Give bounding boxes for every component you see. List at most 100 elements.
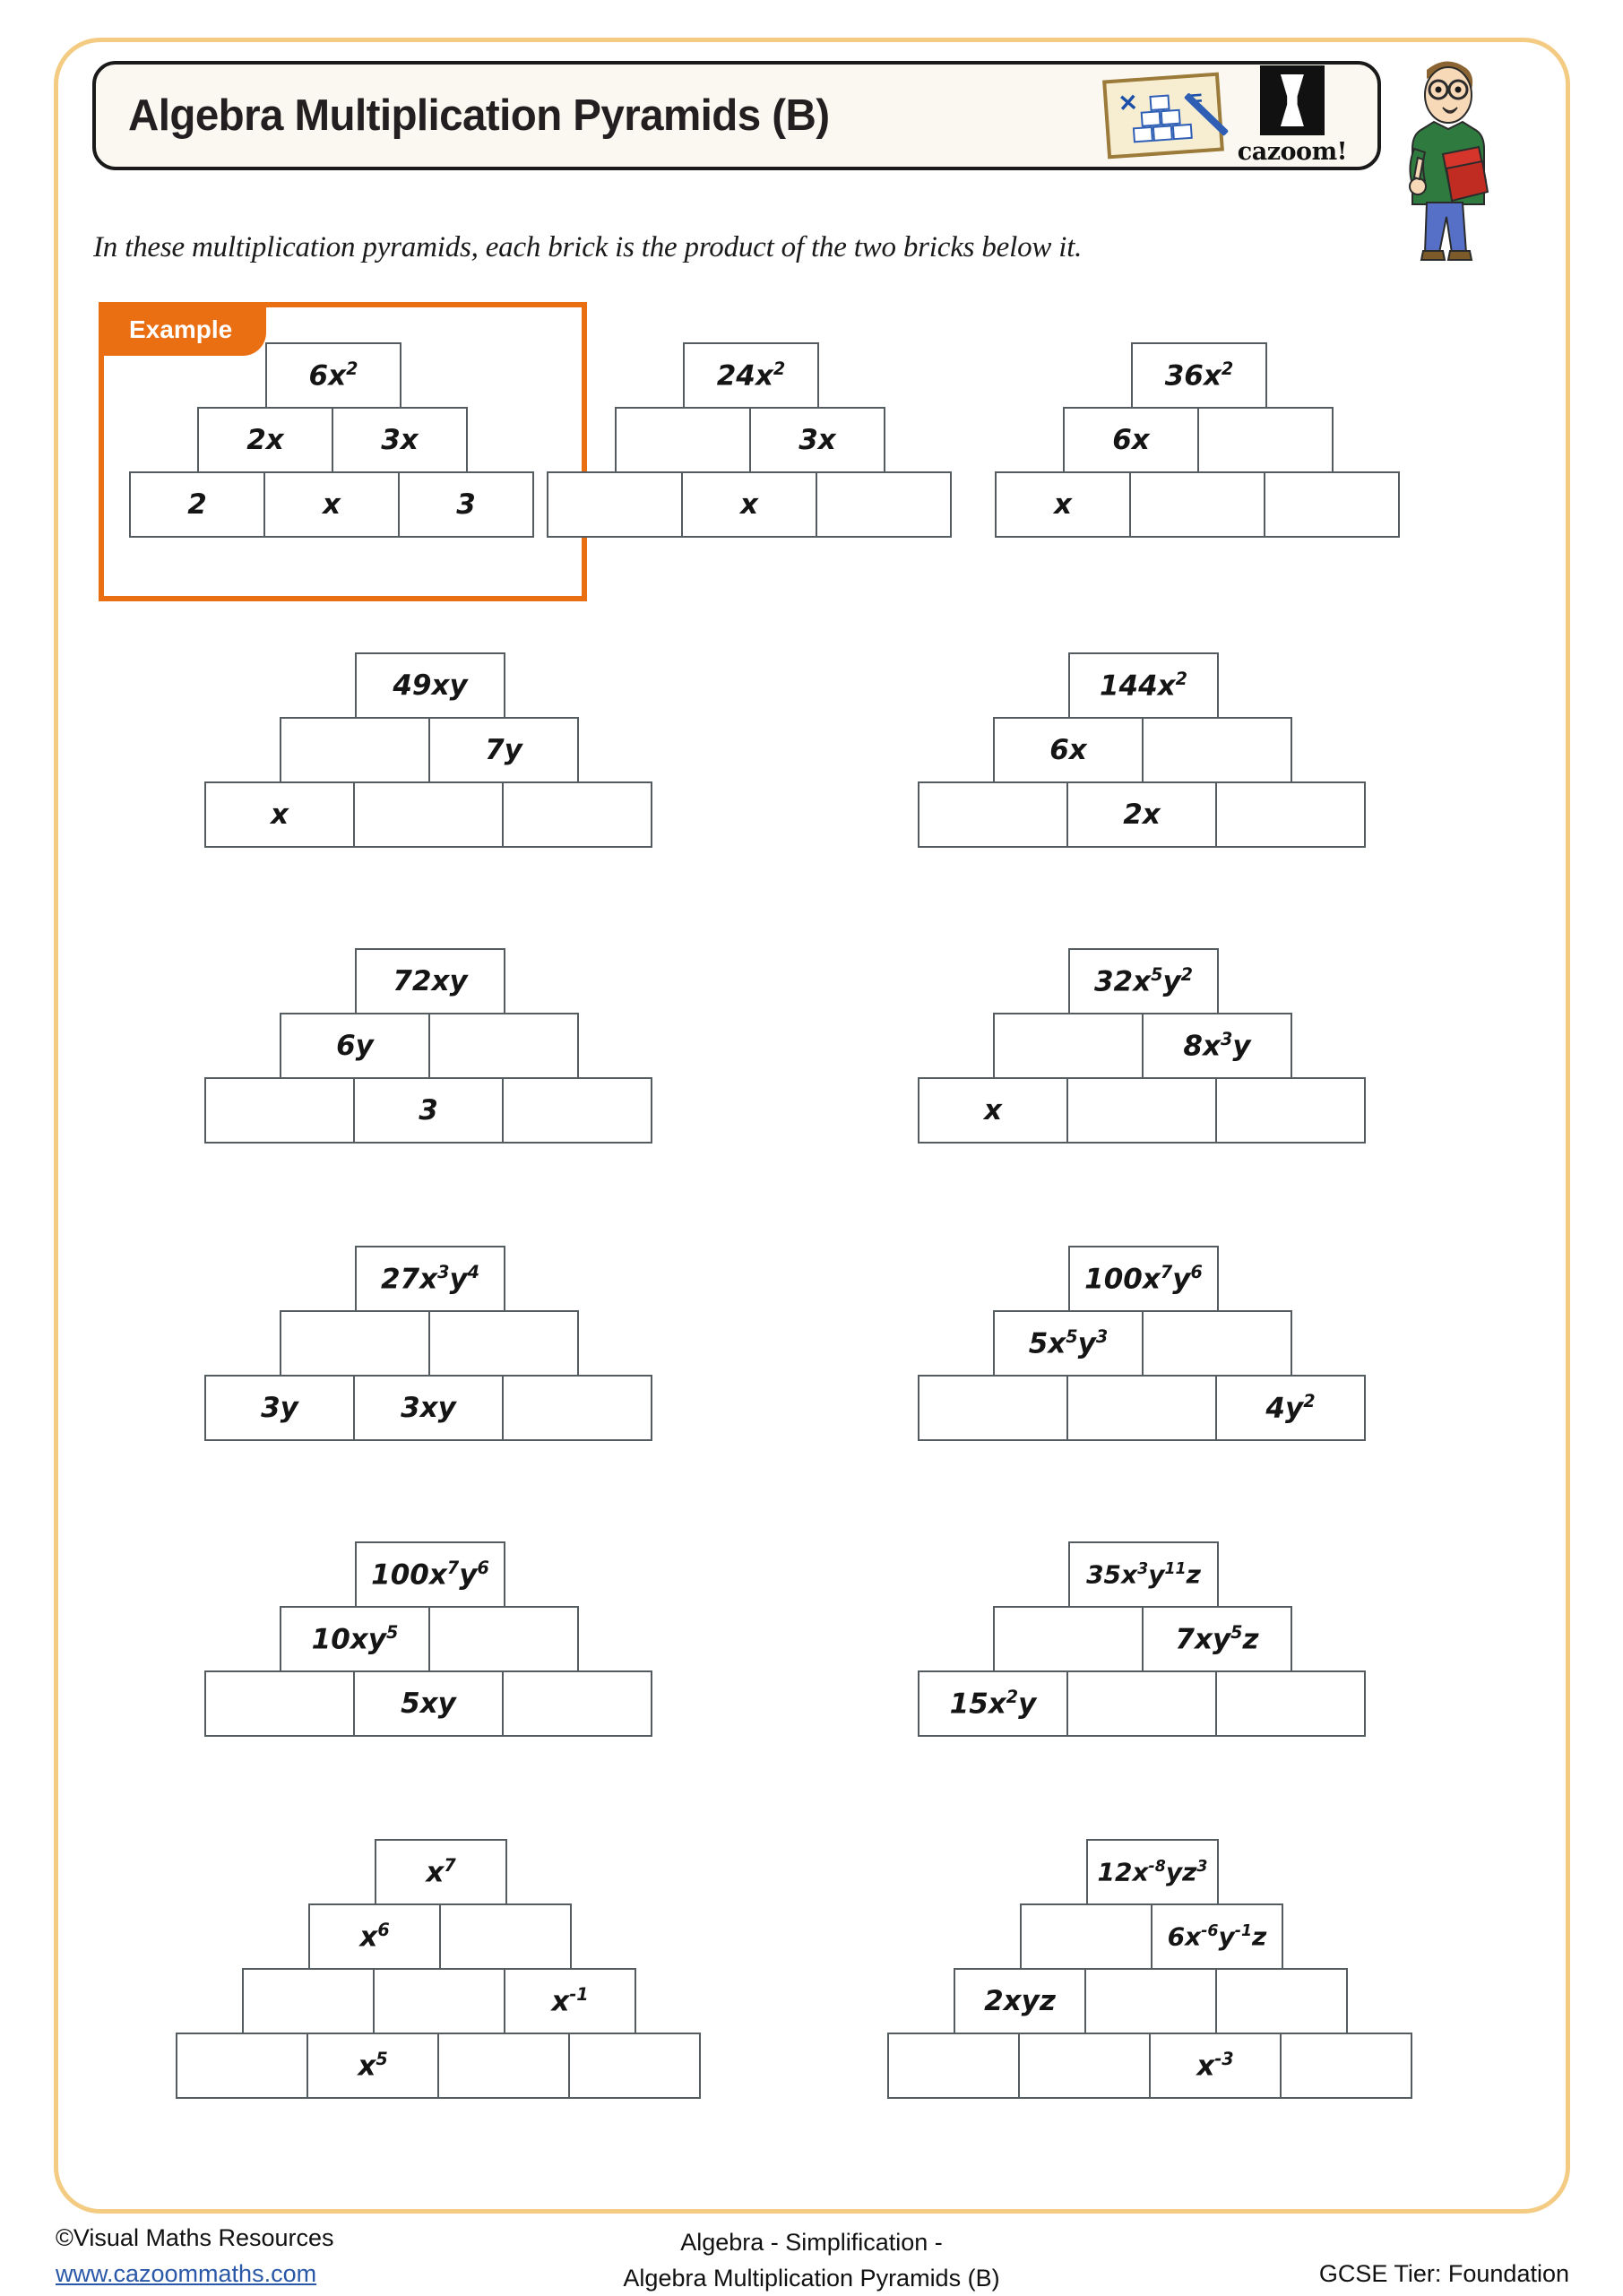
pyramid-q12-brick-r1c1[interactable]: 12x-8yz3 xyxy=(1086,1839,1219,1905)
pyramid-q5-brick-r2c1[interactable]: 6y xyxy=(280,1013,430,1079)
pyramid-example-brick-r2c1[interactable]: 2x xyxy=(197,407,333,473)
pyramid-q7-brick-r3c1[interactable]: 3y xyxy=(204,1375,355,1441)
pyramid-example-brick-r2c2[interactable]: 3x xyxy=(332,407,468,473)
pyramid-q11-brick-r4c3[interactable] xyxy=(437,2033,570,2099)
pyramid-q10-brick-r3c2[interactable] xyxy=(1066,1670,1217,1737)
pyramid-q11-brick-r4c4[interactable] xyxy=(568,2033,701,2099)
pyramid-q3-brick-r3c2[interactable] xyxy=(353,781,504,848)
pyramid-q3-brick-r2c1[interactable] xyxy=(280,717,430,783)
pyramid-q4-brick-r3c2[interactable]: 2x xyxy=(1066,781,1217,848)
pyramid-q6-brick-r2c1[interactable] xyxy=(993,1013,1144,1079)
pyramid-q7-brick-r2c1[interactable] xyxy=(280,1310,430,1377)
pyramid-q5-brick-r3c3[interactable] xyxy=(502,1077,652,1144)
pyramid-q11-brick-r3c3[interactable]: x-1 xyxy=(504,1968,636,2034)
pyramid-q2-brick-r3c1[interactable]: x xyxy=(995,471,1131,538)
pyramid-q8-brick-r2c1[interactable]: 5x5y3 xyxy=(993,1310,1144,1377)
pyramid-q4-brick-r2c2[interactable] xyxy=(1142,717,1292,783)
pyramid-q12-brick-r4c3[interactable]: x-3 xyxy=(1149,2033,1282,2099)
pyramid-q11-tier-2: x6 xyxy=(308,1903,572,1970)
pyramid-q3-brick-r3c3[interactable] xyxy=(502,781,652,848)
pyramid-q8-brick-r3c2[interactable] xyxy=(1066,1375,1217,1441)
pyramid-q11-brick-r2c1[interactable]: x6 xyxy=(308,1903,441,1970)
pyramid-q4-brick-r2c1[interactable]: 6x xyxy=(993,717,1144,783)
pyramid-q7-brick-r3c2[interactable]: 3xy xyxy=(353,1375,504,1441)
pyramid-q9-brick-r3c1[interactable] xyxy=(204,1670,355,1737)
pyramid-q11-brick-r1c1[interactable]: x7 xyxy=(375,1839,507,1905)
pyramid-q10-brick-r2c2[interactable]: 7xy5z xyxy=(1142,1606,1292,1672)
pyramid-q8-brick-r1c1[interactable]: 100x7y6 xyxy=(1068,1246,1219,1312)
pyramid-q7-brick-r2c2[interactable] xyxy=(428,1310,579,1377)
pyramid-q10-tier-1: 35x3y11z xyxy=(1068,1541,1219,1608)
pyramid-q4-brick-r3c3[interactable] xyxy=(1215,781,1366,848)
pyramid-q11-brick-r3c1[interactable] xyxy=(242,1968,375,2034)
pyramid-q2-brick-r1c1[interactable]: 36x2 xyxy=(1131,342,1267,409)
pyramid-q1-brick-r1c1[interactable]: 24x2 xyxy=(683,342,819,409)
pyramid-q8-brick-r2c2[interactable] xyxy=(1142,1310,1292,1377)
pyramid-q12-brick-r4c4[interactable] xyxy=(1280,2033,1412,2099)
pyramid-q2-brick-r2c2[interactable] xyxy=(1197,407,1334,473)
pyramid-q1-brick-r2c1[interactable] xyxy=(615,407,751,473)
pyramid-q3-brick-r3c1[interactable]: x xyxy=(204,781,355,848)
pyramid-q5-brick-r3c1[interactable] xyxy=(204,1077,355,1144)
pyramid-q2-brick-r3c3[interactable] xyxy=(1264,471,1400,538)
brick-value: 4y2 xyxy=(1265,1391,1316,1425)
pyramid-example-brick-r3c2[interactable]: x xyxy=(263,471,400,538)
brick-value: 6x xyxy=(1112,423,1150,456)
pyramid-q6-brick-r3c2[interactable] xyxy=(1066,1077,1217,1144)
pyramid-example-brick-r3c3[interactable]: 3 xyxy=(398,471,534,538)
pyramid-q10-brick-r1c1[interactable]: 35x3y11z xyxy=(1068,1541,1219,1608)
pyramid-q4-brick-r1c1[interactable]: 144x2 xyxy=(1068,652,1219,719)
pyramid-q11-brick-r4c1[interactable] xyxy=(176,2033,308,2099)
pyramid-q3-brick-r2c2[interactable]: 7y xyxy=(428,717,579,783)
pyramid-q3-brick-r1c1[interactable]: 49xy xyxy=(355,652,505,719)
pyramid-q5-brick-r3c2[interactable]: 3 xyxy=(353,1077,504,1144)
pyramid-q1-brick-r3c1[interactable] xyxy=(547,471,683,538)
pyramid-q7-brick-r1c1[interactable]: 27x3y4 xyxy=(355,1246,505,1312)
brick-value: 6y xyxy=(336,1029,374,1062)
pyramid-q9-tier-2: 10xy5 xyxy=(280,1606,579,1672)
pyramid-q6-brick-r3c1[interactable]: x xyxy=(918,1077,1068,1144)
pyramid-q9-brick-r1c1[interactable]: 100x7y6 xyxy=(355,1541,505,1608)
pyramid-q9-brick-r2c2[interactable] xyxy=(428,1606,579,1672)
pyramid-q12-brick-r3c3[interactable] xyxy=(1215,1968,1348,2034)
pyramid-q9-brick-r3c2[interactable]: 5xy xyxy=(353,1670,504,1737)
brick-value: 3x xyxy=(799,423,836,456)
cazoom-wordmark: cazoom! xyxy=(1237,138,1348,166)
footer-website-link[interactable]: www.cazoommaths.com xyxy=(56,2260,317,2287)
pyramid-q9-brick-r2c1[interactable]: 10xy5 xyxy=(280,1606,430,1672)
pyramid-example-brick-r1c1[interactable]: 6x2 xyxy=(265,342,401,409)
pyramid-q6-brick-r3c3[interactable] xyxy=(1215,1077,1366,1144)
pyramid-q10-brick-r3c3[interactable] xyxy=(1215,1670,1366,1737)
pyramid-q1-brick-r3c2[interactable]: x xyxy=(681,471,817,538)
pyramid-q11-brick-r3c2[interactable] xyxy=(373,1968,505,2034)
pyramid-q11-brick-r2c2[interactable] xyxy=(439,1903,572,1970)
pyramid-example-brick-r3c1[interactable]: 2 xyxy=(129,471,265,538)
pyramid-q12-brick-r4c1[interactable] xyxy=(887,2033,1020,2099)
pyramid-q8-brick-r3c1[interactable] xyxy=(918,1375,1068,1441)
pyramid-q2-brick-r3c2[interactable] xyxy=(1129,471,1265,538)
pyramid-q5-brick-r2c2[interactable] xyxy=(428,1013,579,1079)
pyramid-q3-tier-2: 7y xyxy=(280,717,579,783)
pyramid-q4-brick-r3c1[interactable] xyxy=(918,781,1068,848)
pyramid-q6-brick-r1c1[interactable]: 32x5y2 xyxy=(1068,948,1219,1014)
pyramid-q7-brick-r3c3[interactable] xyxy=(502,1375,652,1441)
pyramid-q8-brick-r3c3[interactable]: 4y2 xyxy=(1215,1375,1366,1441)
pyramid-q11-brick-r4c2[interactable]: x5 xyxy=(306,2033,439,2099)
pyramid-q12-brick-r2c1[interactable] xyxy=(1020,1903,1153,1970)
brick-value: x xyxy=(740,488,758,521)
pyramid-q6-brick-r2c2[interactable]: 8x3y xyxy=(1142,1013,1292,1079)
pyramid-q12-brick-r3c2[interactable] xyxy=(1084,1968,1217,2034)
pyramid-q5-brick-r1c1[interactable]: 72xy xyxy=(355,948,505,1014)
pyramid-q9-brick-r3c3[interactable] xyxy=(502,1670,652,1737)
brick-value: x xyxy=(1054,488,1072,521)
pyramid-q2-brick-r2c1[interactable]: 6x xyxy=(1063,407,1199,473)
pyramid-q12-brick-r3c1[interactable]: 2xyz xyxy=(954,1968,1086,2034)
pyramid-q1-brick-r2c2[interactable]: 3x xyxy=(749,407,885,473)
pyramid-q4-tier-1: 144x2 xyxy=(1068,652,1219,719)
pyramid-q10-brick-r2c1[interactable] xyxy=(993,1606,1144,1672)
pyramid-q1-brick-r3c3[interactable] xyxy=(816,471,952,538)
pyramid-q12-brick-r4c2[interactable] xyxy=(1018,2033,1151,2099)
pyramid-q10-brick-r3c1[interactable]: 15x2y xyxy=(918,1670,1068,1737)
pyramid-q12-brick-r2c2[interactable]: 6x-6y-1z xyxy=(1151,1903,1283,1970)
